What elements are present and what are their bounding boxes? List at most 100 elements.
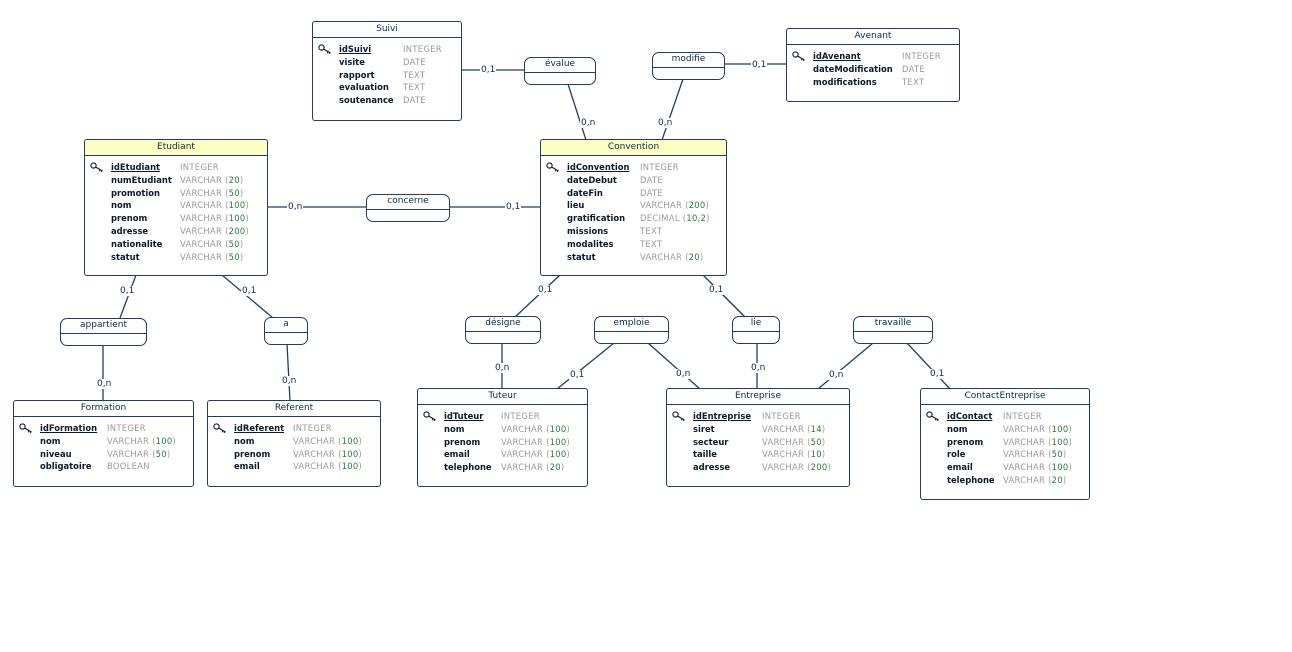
association-concerne[interactable]: concerne bbox=[366, 194, 450, 222]
primary-key-icon bbox=[90, 162, 104, 173]
attribute-name: statut bbox=[567, 251, 596, 262]
attribute-type: VARCHAR (50) bbox=[180, 187, 244, 198]
association-label: concerne bbox=[387, 196, 429, 206]
association-travaille[interactable]: travaille bbox=[853, 316, 933, 344]
attribute-type: VARCHAR (50) bbox=[762, 436, 826, 447]
line-evalue-convention bbox=[567, 83, 587, 141]
type-name: VARCHAR bbox=[762, 423, 805, 434]
association-designe[interactable]: désigne bbox=[465, 316, 541, 344]
attribute-name: niveau bbox=[40, 448, 72, 459]
attribute-type: VARCHAR (50) bbox=[107, 448, 171, 459]
attribute-row: nationalite VARCHAR (50) bbox=[85, 239, 267, 252]
attribute-name: nationalite bbox=[111, 238, 163, 249]
type-size: 50 bbox=[810, 436, 822, 447]
primary-key-icon bbox=[423, 411, 437, 422]
attribute-type: VARCHAR (100) bbox=[501, 436, 571, 447]
type-size: 20 bbox=[1051, 474, 1063, 485]
attribute-type: VARCHAR (100) bbox=[107, 435, 177, 446]
attribute-type: TEXT bbox=[640, 226, 662, 236]
type-name: INTEGER bbox=[403, 44, 442, 54]
attribute-type: VARCHAR (100) bbox=[293, 461, 363, 472]
attribute-type: INTEGER bbox=[403, 44, 442, 54]
type-size: 100 bbox=[549, 436, 567, 447]
attribute-type: VARCHAR (100) bbox=[180, 200, 250, 211]
attribute-type: VARCHAR (20) bbox=[180, 174, 244, 185]
line-etudiant-appartient bbox=[119, 274, 137, 319]
attribute-name: prenom bbox=[444, 436, 481, 447]
association-evalue[interactable]: évalue bbox=[524, 57, 596, 85]
association-lie[interactable]: lie bbox=[732, 316, 780, 344]
card-etudiant-concerne: 0,n bbox=[287, 202, 304, 212]
type-name: INTEGER bbox=[1003, 411, 1042, 421]
card-entreprise-emploie: 0,n bbox=[675, 369, 692, 379]
type-size: 14 bbox=[810, 423, 822, 434]
association-appartient[interactable]: appartient bbox=[60, 318, 147, 346]
line-emploie-entreprise bbox=[647, 342, 701, 390]
primary-key-name: idEntreprise bbox=[693, 411, 752, 421]
association-modifie[interactable]: modifie bbox=[652, 52, 725, 80]
type-size: 50 bbox=[155, 448, 167, 459]
association-divider bbox=[854, 331, 932, 332]
type-name: VARCHAR bbox=[107, 448, 150, 459]
primary-key-name: idTuteur bbox=[444, 411, 484, 421]
attribute-row: prenom VARCHAR (100) bbox=[418, 437, 587, 450]
attribute-name: visite bbox=[339, 56, 365, 67]
attribute-type: VARCHAR (50) bbox=[180, 238, 244, 249]
primary-key-icon bbox=[792, 51, 806, 62]
type-name: BOOLEAN bbox=[107, 461, 150, 472]
card-referent-a: 0,n bbox=[281, 376, 298, 386]
association-a[interactable]: a bbox=[264, 317, 308, 345]
attribute-name: obligatoire bbox=[40, 461, 92, 472]
attribute-name: adresse bbox=[111, 225, 149, 236]
attribute-name: role bbox=[947, 449, 966, 460]
type-size: 100 bbox=[155, 435, 173, 446]
entity-title: Referent bbox=[208, 401, 380, 417]
attribute-type: INTEGER bbox=[902, 51, 941, 61]
association-divider bbox=[525, 72, 595, 73]
type-name: VARCHAR bbox=[1003, 474, 1046, 485]
attribute-type: VARCHAR (200) bbox=[180, 225, 250, 236]
attribute-type: VARCHAR (100) bbox=[1003, 436, 1073, 447]
attribute-row: adresse VARCHAR (200) bbox=[85, 226, 267, 239]
card-contact-travaille: 0,1 bbox=[929, 369, 946, 379]
line-emploie-tuteur bbox=[556, 342, 615, 390]
card-etudiant-a: 0,1 bbox=[241, 286, 258, 296]
attribute-type: DATE bbox=[403, 57, 426, 67]
card-etudiant-appartient: 0,1 bbox=[119, 286, 136, 296]
association-label: travaille bbox=[874, 318, 912, 328]
attribute-type: TEXT bbox=[403, 82, 425, 92]
association-emploie[interactable]: emploie bbox=[594, 316, 669, 344]
primary-key-icon bbox=[19, 423, 33, 434]
entity-title: Formation bbox=[14, 401, 193, 417]
entity-title: Avenant bbox=[787, 29, 959, 45]
type-name: INTEGER bbox=[902, 51, 941, 61]
attribute-name: nom bbox=[234, 435, 255, 446]
primary-key-name: idConvention bbox=[567, 162, 630, 172]
type-size: 20 bbox=[688, 251, 700, 262]
association-label: évalue bbox=[544, 59, 576, 69]
type-name: VARCHAR bbox=[640, 200, 683, 211]
association-divider bbox=[61, 333, 146, 334]
attribute-type: INTEGER bbox=[180, 162, 219, 172]
